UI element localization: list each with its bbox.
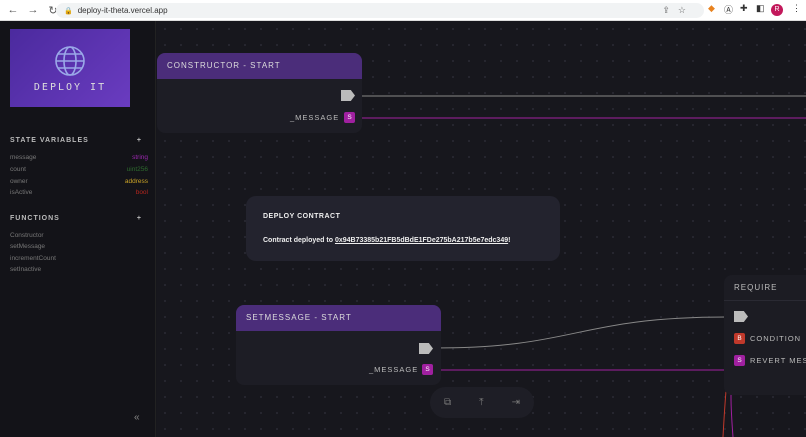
forward-icon[interactable]: → bbox=[27, 4, 39, 16]
function-item[interactable]: Constructor bbox=[10, 232, 44, 239]
constructor-node[interactable]: CONSTRUCTOR - START _MESSAGE S bbox=[157, 53, 362, 133]
string-pin[interactable]: S bbox=[734, 355, 745, 366]
param-label: _MESSAGE bbox=[290, 113, 340, 122]
bool-pin[interactable]: B bbox=[734, 333, 745, 344]
param-label: _MESSAGE bbox=[369, 365, 419, 374]
collapse-sidebar-button[interactable]: « bbox=[134, 412, 140, 423]
node-title: SETMESSAGE - START bbox=[236, 305, 441, 331]
var-name: count bbox=[10, 166, 26, 173]
metamask-icon[interactable]: ◆ bbox=[708, 3, 715, 13]
sidepanel-icon[interactable]: ◧ bbox=[756, 3, 765, 13]
var-type: bool bbox=[135, 189, 148, 196]
section-title: STATE VARIABLES bbox=[10, 137, 89, 144]
exec-out-pin[interactable] bbox=[419, 343, 433, 354]
export-icon[interactable]: ⇥ bbox=[511, 397, 520, 408]
logo: DEPLOY IT bbox=[10, 29, 130, 107]
state-var-item[interactable]: owner address bbox=[10, 178, 148, 185]
deploy-contract-dialog: DEPLOY CONTRACT Contract deployed to 0x9… bbox=[246, 196, 560, 261]
menu-icon[interactable]: ⋮ bbox=[792, 3, 801, 13]
node-title: REQUIRE bbox=[724, 275, 806, 301]
param-label: REVERT MES bbox=[750, 356, 806, 365]
dialog-title: DEPLOY CONTRACT bbox=[263, 213, 341, 220]
message-suffix: ! bbox=[508, 237, 511, 244]
var-name: owner bbox=[10, 178, 28, 185]
reload-icon[interactable]: ↻ bbox=[48, 4, 58, 17]
functions-header: FUNCTIONS + bbox=[10, 215, 142, 222]
var-type: string bbox=[132, 154, 148, 161]
fit-view-icon[interactable]: ⧉ bbox=[444, 397, 452, 408]
url-text: deploy-it-theta.vercel.app bbox=[77, 6, 168, 15]
state-var-item[interactable]: isActive bool bbox=[10, 189, 148, 196]
var-name: isActive bbox=[10, 189, 33, 196]
function-item[interactable]: setMessage bbox=[10, 243, 46, 250]
setmessage-node[interactable]: SETMESSAGE - START _MESSAGE S bbox=[236, 305, 441, 385]
upload-icon[interactable]: ⤒ bbox=[479, 397, 484, 408]
param-label: CONDITION bbox=[750, 334, 802, 343]
function-item[interactable]: setInactive bbox=[10, 266, 42, 273]
message-text: Contract deployed to bbox=[263, 237, 335, 244]
contract-address-link[interactable]: 0x94B73385b21FB5dBdE1FDe275bA217b5e7edc3… bbox=[334, 237, 509, 244]
string-pin[interactable]: S bbox=[422, 364, 433, 375]
function-item[interactable]: incrementCount bbox=[10, 255, 56, 262]
state-var-item[interactable]: message string bbox=[10, 154, 148, 161]
browser-bar: ← → ↻ 🔒deploy-it-theta.vercel.app⇪☆ ◆ Ⓐ … bbox=[0, 0, 806, 21]
var-name: message bbox=[10, 154, 37, 161]
logo-text: DEPLOY IT bbox=[33, 81, 107, 93]
canvas-toolbar: ⧉ ⤒ ⇥ bbox=[430, 387, 534, 418]
var-type: address bbox=[124, 178, 148, 185]
var-type: uint256 bbox=[126, 166, 148, 173]
add-function-button[interactable]: + bbox=[136, 215, 142, 222]
extension-icon[interactable]: Ⓐ bbox=[724, 5, 734, 15]
node-title: CONSTRUCTOR - START bbox=[157, 53, 362, 79]
state-variables-header: STATE VARIABLES + bbox=[10, 137, 142, 144]
require-node[interactable]: REQUIRE B CONDITION S REVERT MES bbox=[724, 275, 806, 395]
add-state-variable-button[interactable]: + bbox=[136, 137, 142, 144]
globe-icon bbox=[55, 45, 85, 76]
dialog-message: Contract deployed to 0x94B73385b21FB5dBd… bbox=[263, 237, 510, 244]
exec-wire bbox=[434, 316, 728, 349]
lock-icon: 🔒 bbox=[64, 7, 73, 15]
state-var-item[interactable]: count uint256 bbox=[10, 166, 148, 173]
string-pin[interactable]: S bbox=[344, 112, 355, 123]
puzzle-icon[interactable]: ✚ bbox=[740, 3, 748, 13]
sidebar: DEPLOY IT STATE VARIABLES + message string… bbox=[0, 21, 156, 437]
avatar[interactable]: R bbox=[771, 4, 783, 16]
exec-in-pin[interactable] bbox=[734, 311, 748, 322]
share-star-icons[interactable]: ⇪☆ bbox=[662, 5, 694, 15]
exec-out-pin[interactable] bbox=[341, 90, 355, 101]
section-title: FUNCTIONS bbox=[10, 215, 60, 222]
back-icon[interactable]: ← bbox=[7, 4, 19, 16]
address-bar[interactable]: 🔒 deploy-it-theta.vercel.app ⇪☆ bbox=[56, 3, 704, 18]
